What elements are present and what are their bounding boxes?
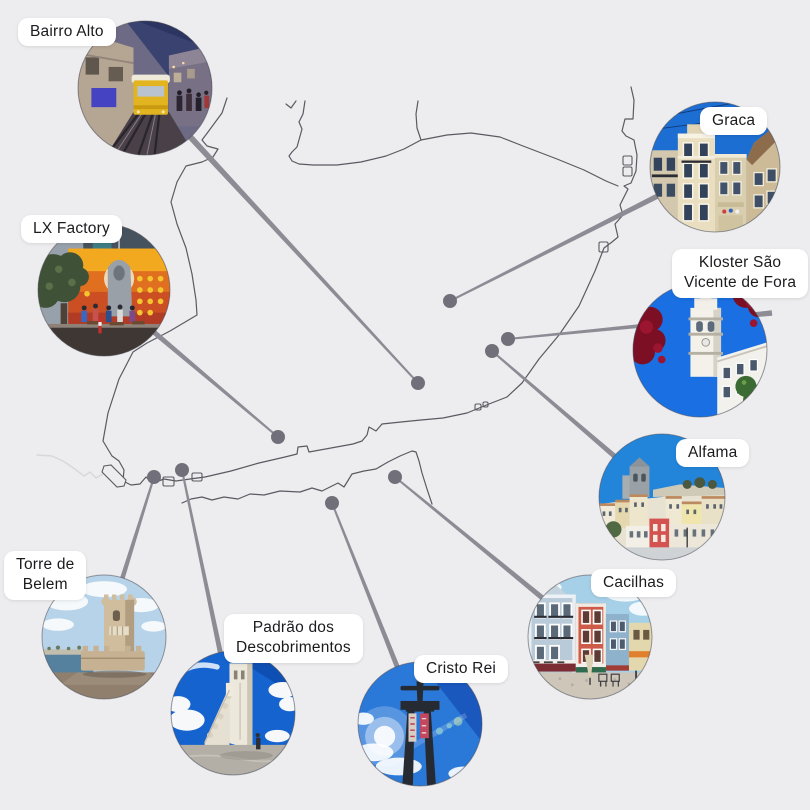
photo-ring-graca xyxy=(649,101,781,233)
label-kloster[interactable]: Kloster São Vicente de Fora xyxy=(672,249,809,298)
label-padrao[interactable]: Padrão dos Descobrimentos xyxy=(224,614,363,663)
map-detail-east-dock-a xyxy=(622,155,633,166)
map-path-faint-west-shore xyxy=(36,454,104,479)
map-dot-lx-factory[interactable] xyxy=(271,430,285,444)
map-dot-alfama[interactable] xyxy=(485,344,499,358)
photo-ring-bairro-alto xyxy=(77,20,213,156)
photo-padrao[interactable] xyxy=(166,651,301,775)
map-path-north-boundary xyxy=(288,100,619,187)
photo-ring-alfama xyxy=(598,433,726,561)
label-cristo-rei[interactable]: Cristo Rei xyxy=(414,655,509,684)
map-detail-dock-house-b xyxy=(191,472,203,482)
label-torre-de-belem[interactable]: Torre de Belem xyxy=(4,551,87,600)
label-cacilhas[interactable]: Cacilhas xyxy=(591,569,677,598)
map-detail-east-block xyxy=(598,241,609,253)
map-dot-bairro-alto[interactable] xyxy=(411,376,425,390)
map-detail-belem-pier xyxy=(101,464,127,488)
map-detail-east-dock-b xyxy=(622,166,633,177)
photo-ring-torre-de-belem xyxy=(41,574,167,700)
connector-graca xyxy=(449,164,717,302)
map-dot-cristo-rei[interactable] xyxy=(325,496,339,510)
photo-lx-factory[interactable] xyxy=(31,224,171,356)
map-detail-dock-house-a xyxy=(162,476,175,487)
map-path-north-branch xyxy=(415,100,422,141)
label-alfama[interactable]: Alfama xyxy=(676,439,750,468)
map-dot-cacilhas[interactable] xyxy=(388,470,402,484)
label-bairro-alto[interactable]: Bairro Alto xyxy=(18,18,116,47)
connector-bairro-alto xyxy=(142,85,419,384)
map-dot-kloster[interactable] xyxy=(501,332,515,346)
map-path-v-mark xyxy=(285,100,297,109)
label-lx-factory[interactable]: LX Factory xyxy=(21,215,122,244)
label-graca[interactable]: Graca xyxy=(700,107,768,136)
map-dot-graca[interactable] xyxy=(443,294,457,308)
map-detail-riverside-block-b xyxy=(482,401,489,408)
map-path-west-boundary-and-tejo-coast xyxy=(102,86,638,486)
map-dot-torre-de-belem[interactable] xyxy=(147,470,161,484)
photo-ring-cacilhas xyxy=(527,574,653,700)
map-path-south-shore xyxy=(181,450,433,505)
map-dot-padrao[interactable] xyxy=(175,463,189,477)
map-detail-riverside-block-a xyxy=(474,403,482,411)
